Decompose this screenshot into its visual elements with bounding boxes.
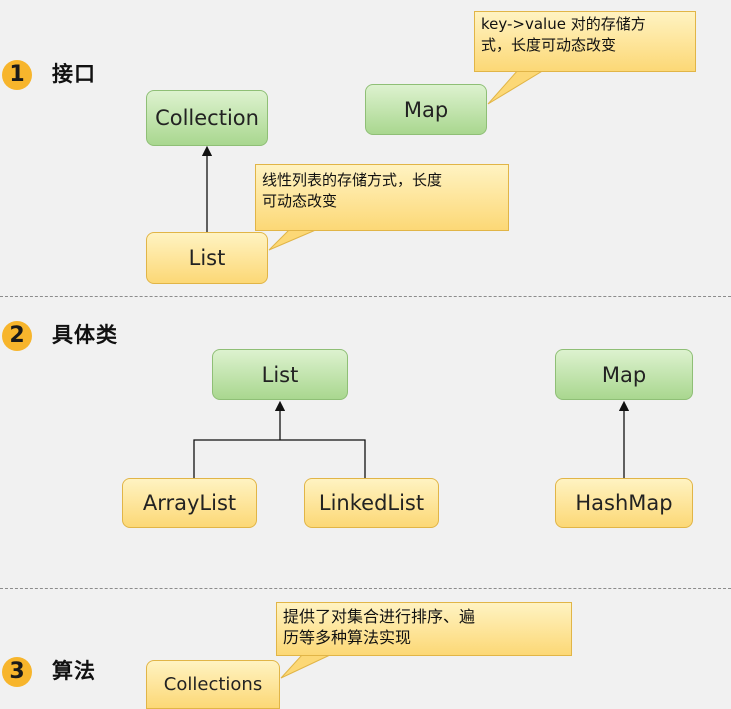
section-1-title: 接口 [52,62,96,86]
section-divider-2 [0,588,731,589]
section-3-title: 算法 [52,659,96,683]
section-1-badge: 1 [2,60,32,90]
collections-class-box: Collections [146,660,280,709]
arraylist-class-box: ArrayList [122,478,257,528]
collections-callout-pointer [280,654,331,679]
section-2-badge: 2 [2,321,32,351]
map-interface-box: Map [365,84,487,135]
map-description-callout: key->value 对的存储方 式，长度可动态改变 [474,11,696,72]
map-note-line-2: 式，长度可动态改变 [481,36,617,54]
collection-interface-box: Collection [146,90,268,146]
list-class-box: List [212,349,348,400]
map-note-line-1: key->value 对的存储方 [481,15,646,33]
section-divider-1 [0,296,731,297]
linkedlist-class-box: LinkedList [304,478,439,528]
list-interface-box: List [146,232,268,284]
map-class-box: Map [555,349,693,400]
map-callout-pointer [487,69,546,105]
collections-note-line-1: 提供了对集合进行排序、遍 [283,607,476,626]
section-2-title: 具体类 [52,323,118,347]
list-note-line-1: 线性列表的存储方式，长度 [262,171,443,189]
hashmap-class-box: HashMap [555,478,693,528]
collections-note-line-2: 历等多种算法实现 [283,628,412,647]
list-description-callout: 线性列表的存储方式，长度 可动态改变 [255,164,509,231]
list-note-line-2: 可动态改变 [262,192,338,210]
list-implementations-connector [193,439,366,478]
section-3-badge: 3 [2,657,32,687]
list-callout-pointer [268,228,319,251]
collections-description-callout: 提供了对集合进行排序、遍 历等多种算法实现 [276,602,572,656]
